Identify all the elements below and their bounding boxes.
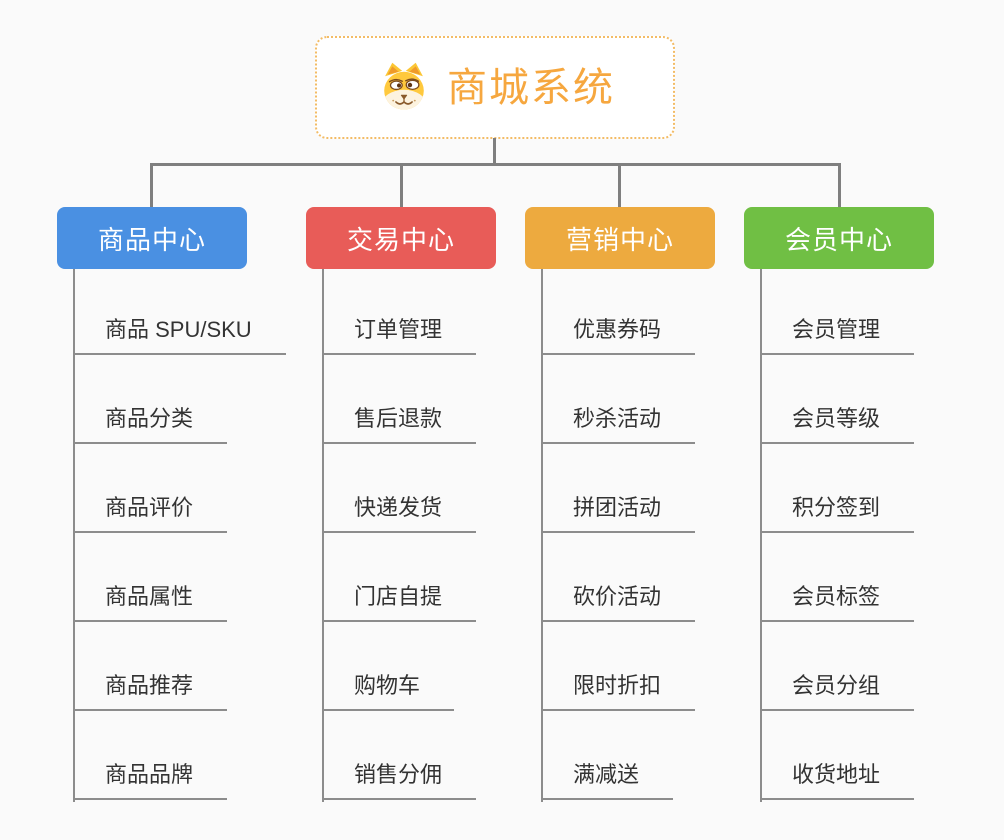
root-node[interactable]: 商城系统 xyxy=(315,36,675,139)
connector-drop-trade xyxy=(400,166,403,208)
branch-trunk-line xyxy=(73,269,75,802)
child-node[interactable]: 门店自提 xyxy=(322,584,477,622)
child-node[interactable]: 收货地址 xyxy=(760,762,915,800)
child-node[interactable]: 砍价活动 xyxy=(541,584,696,622)
child-node[interactable]: 会员管理 xyxy=(760,317,915,355)
child-node[interactable]: 商品评价 xyxy=(73,495,228,533)
branch-trade-center: 交易中心 订单管理 售后退款 快递发货 门店自提 购物车 销售分佣 xyxy=(306,207,496,802)
child-node[interactable]: 购物车 xyxy=(322,673,455,711)
child-node[interactable]: 限时折扣 xyxy=(541,673,696,711)
child-node[interactable]: 商品推荐 xyxy=(73,673,228,711)
child-node[interactable]: 订单管理 xyxy=(322,317,477,355)
child-node[interactable]: 商品品牌 xyxy=(73,762,228,800)
connector-horizontal xyxy=(150,163,841,166)
branch-trunk-line xyxy=(322,269,324,802)
connector-drop-marketing xyxy=(618,166,621,208)
child-node[interactable]: 积分签到 xyxy=(760,495,915,533)
child-node[interactable]: 会员标签 xyxy=(760,584,915,622)
connector-root-stub xyxy=(493,138,496,164)
branch-member-center: 会员中心 会员管理 会员等级 积分签到 会员标签 会员分组 收货地址 xyxy=(744,207,934,802)
child-node[interactable]: 快递发货 xyxy=(322,495,477,533)
child-node[interactable]: 会员等级 xyxy=(760,406,915,444)
branch-product-center: 商品中心 商品 SPU/SKU 商品分类 商品评价 商品属性 商品推荐 商品品牌 xyxy=(57,207,286,802)
root-title: 商城系统 xyxy=(447,65,615,110)
child-node[interactable]: 售后退款 xyxy=(322,406,477,444)
child-node[interactable]: 满减送 xyxy=(541,762,674,800)
branch-node-marketing-center[interactable]: 营销中心 xyxy=(525,207,715,269)
child-node[interactable]: 优惠券码 xyxy=(541,317,696,355)
shiba-dog-icon xyxy=(375,61,433,115)
branch-trunk-line xyxy=(541,269,543,802)
branch-marketing-center: 营销中心 优惠券码 秒杀活动 拼团活动 砍价活动 限时折扣 满减送 xyxy=(525,207,715,802)
child-node[interactable]: 商品属性 xyxy=(73,584,228,622)
branch-trunk-line xyxy=(760,269,762,802)
child-node[interactable]: 商品分类 xyxy=(73,406,228,444)
branch-node-member-center[interactable]: 会员中心 xyxy=(744,207,934,269)
child-node[interactable]: 商品 SPU/SKU xyxy=(73,317,286,355)
connector-drop-member xyxy=(838,166,841,208)
branch-node-trade-center[interactable]: 交易中心 xyxy=(306,207,496,269)
child-node[interactable]: 销售分佣 xyxy=(322,762,477,800)
child-node[interactable]: 会员分组 xyxy=(760,673,915,711)
child-node[interactable]: 拼团活动 xyxy=(541,495,696,533)
branch-node-product-center[interactable]: 商品中心 xyxy=(57,207,247,269)
connector-drop-product xyxy=(150,166,153,208)
child-node[interactable]: 秒杀活动 xyxy=(541,406,696,444)
